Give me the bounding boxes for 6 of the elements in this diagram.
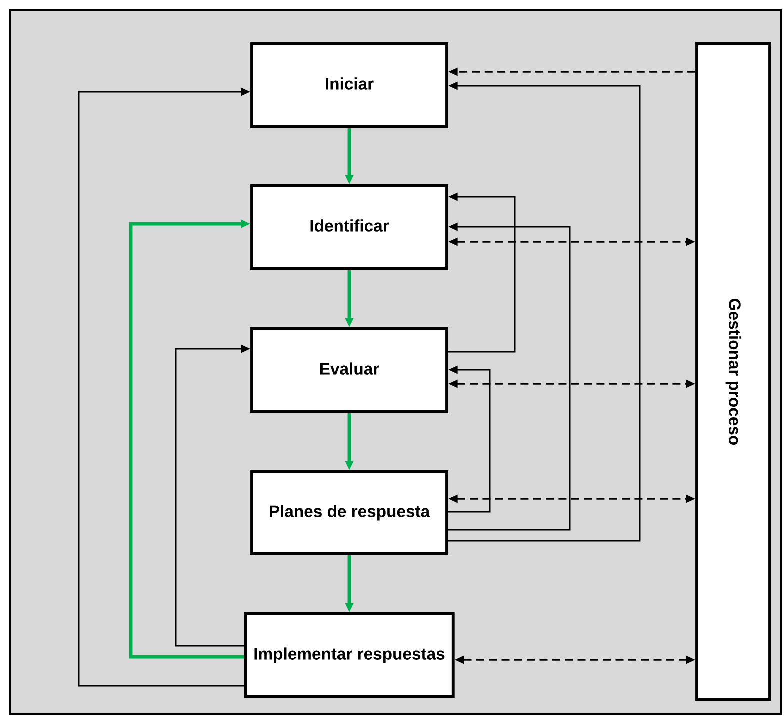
- process-box: Evaluar: [250, 328, 448, 414]
- process-box: Iniciar: [250, 42, 448, 128]
- process-bar: Gestionar proceso: [696, 42, 772, 702]
- process-box: Identificar: [250, 184, 448, 270]
- process-box: Implementar respuestas: [244, 612, 455, 698]
- process-box: Planes de respuesta: [250, 470, 448, 556]
